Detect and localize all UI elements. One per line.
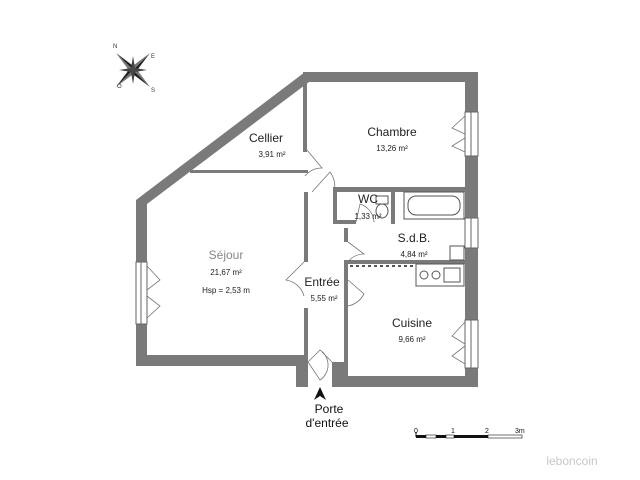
scale-label-3: 3m	[515, 428, 525, 435]
sejour-hsp: Hsp = 2,53 m	[202, 286, 250, 295]
scale-label-0: 0	[414, 428, 418, 435]
entrance-jamb-right	[332, 362, 344, 387]
chambre-bottom-wall	[333, 187, 469, 192]
wc-name: WC	[358, 192, 378, 206]
fixtures	[350, 191, 465, 287]
bottom-right-wall	[344, 376, 478, 387]
entree-name: Entrée	[304, 275, 340, 289]
cuisine-door	[347, 279, 365, 307]
window-swings	[146, 115, 466, 365]
cellier-sejour-wall	[190, 170, 308, 173]
entree-cuisine-wall	[344, 264, 348, 376]
cuisine-area: 9,66 m²	[398, 335, 425, 344]
sdb-area: 4,84 m²	[400, 250, 427, 259]
burner	[419, 270, 429, 280]
scale-label-2: 2	[485, 428, 489, 435]
wc-left-wall	[333, 187, 337, 224]
sejour-entree-wall-upper	[304, 192, 308, 262]
entry-arrow-icon	[314, 387, 326, 400]
top-wall	[303, 72, 478, 82]
cellier-name: Cellier	[249, 131, 283, 145]
cellier-chambre-wall	[303, 82, 307, 152]
entry-label-line2: d'entrée	[306, 416, 349, 430]
toilet-bowl	[375, 203, 389, 219]
chambre-door	[311, 171, 336, 193]
entree-area: 5,55 m²	[310, 294, 337, 303]
chambre-name: Chambre	[367, 125, 417, 139]
sejour-door	[285, 261, 305, 297]
sejour-area: 21,67 m²	[210, 268, 242, 277]
cellier-door	[304, 149, 323, 177]
room-labels: Cellier 3,91 m² Chambre 13,26 m² WC 1,33…	[202, 125, 432, 344]
wc-door	[355, 203, 375, 223]
compass-s: S	[151, 88, 155, 94]
bottom-left-wall	[136, 355, 308, 366]
diagonal-wall	[136, 72, 309, 204]
cellier-area: 3,91 m²	[258, 150, 285, 159]
sejour-entree-wall-lower	[304, 308, 308, 358]
compass-minor-points	[119, 56, 147, 84]
entry-label-line1: Porte	[315, 402, 344, 416]
entree-sdb-wall	[344, 228, 348, 242]
wc-bottom-wall	[337, 220, 356, 224]
entry-door	[307, 349, 329, 381]
sdb-name: S.d.B.	[398, 231, 431, 245]
sejour-name: Séjour	[209, 248, 244, 262]
entry-marker: Porte d'entrée	[306, 387, 349, 430]
sdb-sink	[449, 245, 465, 261]
kitchen-sink	[443, 267, 461, 283]
scale-label-1: 1	[451, 428, 455, 435]
compass-n: N	[113, 44, 117, 50]
interior-walls	[190, 82, 469, 376]
sdb-cuisine-wall	[344, 260, 469, 264]
chambre-area: 13,26 m²	[376, 144, 408, 153]
compass-o: O	[117, 84, 122, 90]
scale-bar: 0 1 2 3m	[414, 428, 525, 439]
entrance-jamb-left	[296, 355, 308, 387]
compass-star-icon	[116, 53, 150, 87]
cuisine-name: Cuisine	[392, 316, 432, 330]
compass-e: E	[151, 54, 155, 60]
compass-rose: N E S O	[113, 44, 155, 94]
windows	[135, 111, 479, 369]
wc-right-wall	[391, 190, 395, 224]
wc-area: 1,33 m²	[354, 212, 381, 221]
watermark: leboncoin	[546, 454, 597, 468]
doors	[285, 149, 375, 381]
sdb-door	[347, 241, 366, 263]
bathtub-inner	[407, 195, 461, 216]
burner	[431, 270, 441, 280]
